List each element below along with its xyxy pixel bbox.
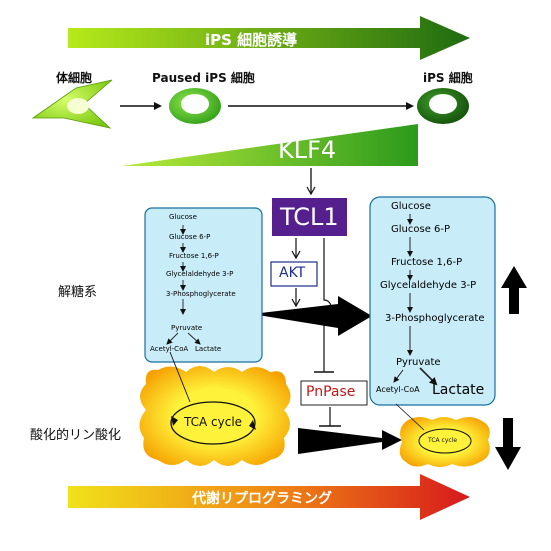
large-glycelaldehyde-3p: Glycelaldehyde 3-P: [380, 280, 477, 291]
large-glucose-6p: Glucose 6-P: [391, 224, 451, 235]
small-glucose: Glucose: [169, 213, 197, 221]
tca-cycle-arrow-large: [171, 416, 178, 426]
glycolysis-box-large: [369, 196, 496, 406]
somatic-cell-icon: [31, 79, 113, 129]
ips-induction-arrow: [68, 16, 470, 60]
tcl1-box: [272, 198, 347, 236]
ips-induction-label: iPS 細胞誘導: [205, 31, 298, 49]
ips-cell-label: iPS 細胞: [423, 71, 473, 85]
small-fructose-16p: Fructose 1,6-P: [169, 252, 219, 260]
akt-box: [270, 261, 318, 287]
acetyl-to-tca-small-line: [395, 403, 425, 431]
ips-cell-icon: [417, 88, 469, 124]
paused-ips-cell-icon: [169, 88, 221, 124]
tcl1-label: TCL1: [280, 203, 339, 231]
tca-cycle-arrow-large-2: [249, 420, 256, 430]
small-3-phosphoglycerate: 3-Phosphoglycerate: [166, 290, 236, 298]
large-fructose-16p: Fructose 1,6-P: [391, 257, 463, 268]
small-glycelaldehyde-3p: Glycelaldehyde 3-P: [166, 270, 234, 278]
glycolysis-box-small: [144, 207, 263, 363]
large-lactate: Lactate: [432, 382, 485, 398]
klf4-label: KLF4: [278, 136, 337, 164]
oxphos-shift-arrow: [298, 428, 402, 454]
glycolysis-shift-arrow: [252, 296, 372, 336]
glycolysis-up-arrow: [501, 266, 527, 314]
tca-blob-large: [139, 366, 291, 466]
large-3-phosphoglycerate: 3-Phosphoglycerate: [385, 313, 485, 324]
small-acetyl-coa: Acetyl-CoA: [150, 345, 189, 353]
somatic-cell-label: 体細胞: [56, 71, 93, 85]
oxphos-down-arrow: [495, 418, 521, 470]
tca-cycle-loop-small: [418, 428, 472, 454]
tca-cycle-label-small: TCA cycle: [428, 437, 458, 444]
oxphos-row-label: 酸化的リン酸化: [30, 428, 122, 443]
klf4-wedge: [122, 124, 418, 166]
large-pyruvate: Pyruvate: [396, 357, 441, 368]
pnpase-label: PnPase: [306, 384, 356, 400]
akt-label: AKT: [279, 265, 306, 281]
large-acetyl-coa: Acetyl-CoA: [376, 385, 420, 394]
metabolic-reprogramming-label: 代謝リプログラミング: [192, 491, 332, 507]
tca-blob-small: [399, 417, 490, 467]
small-glucose-6p: Glucose 6-P: [169, 233, 211, 241]
glycolysis-large-arrows: [393, 214, 438, 386]
metabolic-reprogramming-arrow: [68, 474, 470, 520]
glycolysis-row-label: 解糖系: [58, 285, 98, 300]
tca-cycle-loop-large: [170, 401, 256, 445]
small-lactate: Lactate: [195, 345, 222, 353]
glycolysis-small-arrows: [166, 225, 201, 345]
paused-ips-cell-label: Paused iPS 細胞: [152, 71, 255, 85]
pnpase-box: [300, 380, 368, 406]
large-glucose: Glucose: [391, 201, 431, 212]
small-pyruvate: Pyruvate: [171, 324, 203, 332]
tca-cycle-label-large: TCA cycle: [184, 415, 243, 429]
acetyl-to-tca-line: [169, 351, 191, 403]
